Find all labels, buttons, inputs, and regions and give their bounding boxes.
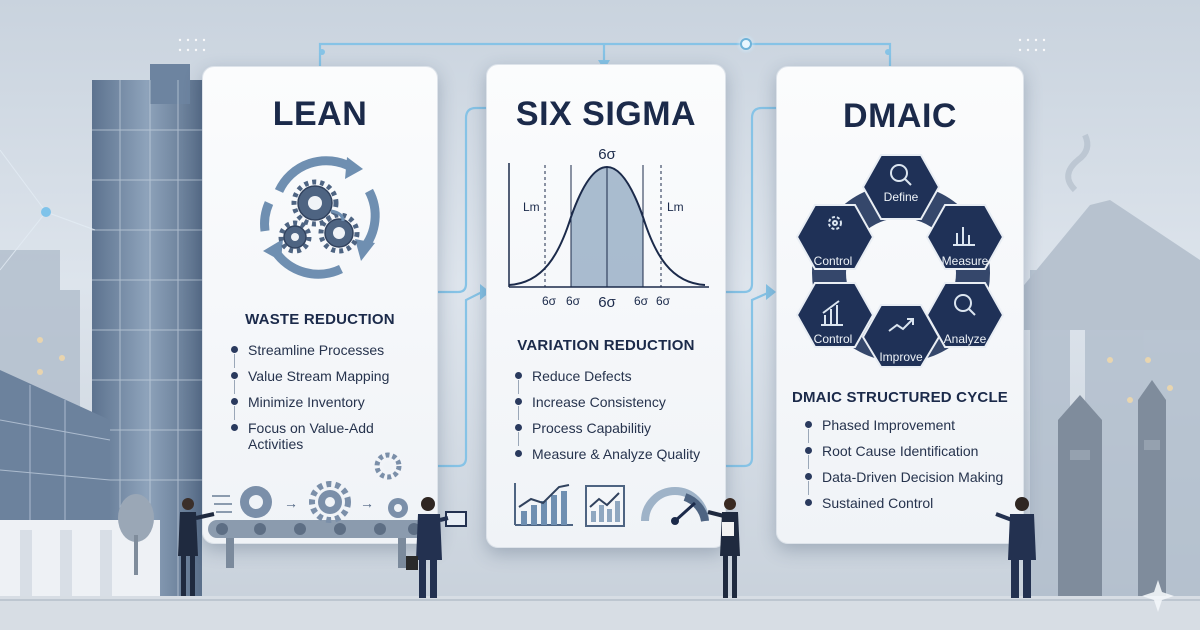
chart-peak-label: 6σ — [598, 146, 616, 163]
cycle-label-define: Define — [884, 190, 919, 204]
list-item: Minimize Inventory — [231, 394, 431, 420]
list-item: Sustained Control — [805, 495, 1015, 511]
list-item: Increase Consistency — [515, 394, 725, 420]
list-item: Phased Improvement — [805, 417, 1015, 443]
chart-tick: 6σ — [598, 294, 616, 311]
list-item: Measure & Analyze Quality — [515, 446, 725, 462]
dmaic-cycle-diagram: Define Measure Analyze Improve Control C… — [795, 154, 1005, 368]
cycle-node-control-lower — [795, 282, 875, 348]
lean-subtitle: WASTE REDUCTION — [245, 311, 395, 328]
cycle-node-improve — [861, 304, 941, 368]
chart-tick: 6σ — [634, 294, 649, 308]
magnifier-icon — [890, 164, 908, 182]
cycle-node-control-upper — [795, 204, 875, 270]
chart-tick: 6σ — [566, 294, 581, 308]
lean-title: LEAN — [272, 95, 368, 133]
list-item: Root Cause Identification — [805, 443, 1015, 469]
gear-icon — [828, 216, 842, 230]
magnifier-icon — [954, 294, 972, 312]
cycle-node-measure — [925, 204, 1005, 270]
cycle-node-define — [861, 154, 941, 220]
chart-right-limit: Lm — [667, 200, 684, 214]
list-item: Reduce Defects — [515, 368, 725, 394]
six-sigma-panel: SIX SIGMA 6σ Lm Lm 6σ 6σ 6σ 6σ 6σ VARIAT… — [486, 64, 726, 548]
dmaic-subtitle: DMAIC STRUCTURED CYCLE — [791, 389, 1009, 406]
list-item: Focus on Value-Add Activities — [231, 420, 431, 452]
lean-list: Streamline Processes Value Stream Mappin… — [231, 342, 431, 462]
cycle-label-control-upper: Control — [814, 254, 853, 268]
gauge-icon — [641, 487, 709, 525]
lean-panel: LEAN WASTE REDUCTION Streamline Processe… — [202, 66, 438, 544]
trend-arrow-icon — [888, 318, 914, 332]
cycle-label-improve: Improve — [879, 350, 923, 364]
six-sigma-subtitle: VARIATION REDUCTION — [517, 337, 695, 354]
six-sigma-list: Reduce Defects Increase Consistency Proc… — [515, 368, 725, 472]
chart-left-limit: Lm — [523, 200, 540, 214]
list-item: Streamline Processes — [231, 342, 431, 368]
cycle-label-analyze: Analyze — [944, 332, 987, 346]
chart-tick: 6σ — [656, 294, 671, 308]
bar-chart-icon — [953, 227, 975, 246]
bar-chart-icon — [514, 483, 573, 526]
six-sigma-title: SIX SIGMA — [515, 95, 697, 133]
cycle-label-control-lower: Control — [814, 332, 853, 346]
trend-chart-icon — [585, 485, 625, 527]
chart-tick: 6σ — [542, 294, 557, 308]
gear-cycle-icon — [260, 156, 380, 279]
cycle-label-measure: Measure — [942, 254, 989, 268]
list-item: Data-Driven Decision Making — [805, 469, 1015, 495]
list-item: Process Capabilitiy — [515, 420, 725, 446]
dmaic-title: DMAIC — [843, 97, 957, 135]
dmaic-list: Phased Improvement Root Cause Identifica… — [805, 417, 1015, 521]
dmaic-panel: DMAIC Define Measure Analyze Improve Con… — [776, 66, 1024, 544]
bell-curve-chart: 6σ Lm Lm 6σ 6σ 6σ 6σ 6σ — [508, 146, 709, 311]
list-item: Value Stream Mapping — [231, 368, 431, 394]
chart-icon — [821, 300, 843, 326]
